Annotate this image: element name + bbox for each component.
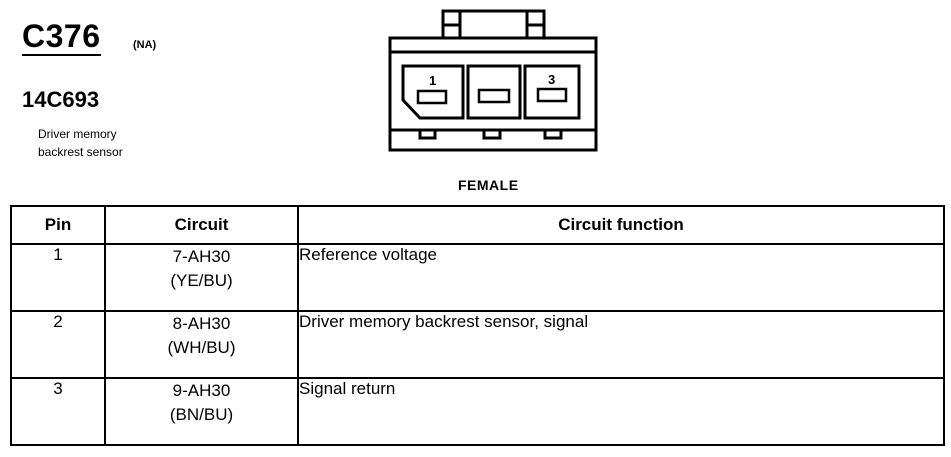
connector-body bbox=[388, 36, 598, 152]
description-line-1: Driver memory bbox=[38, 127, 117, 141]
connector-description: Driver memory backrest sensor bbox=[38, 125, 198, 161]
pin-cavity-1 bbox=[401, 64, 465, 120]
table-header-row: Pin Circuit Circuit function bbox=[10, 205, 945, 245]
circuit-cell: 9-AH30 (BN/BU) bbox=[104, 377, 299, 446]
circuit-id: 7-AH30 bbox=[172, 247, 231, 266]
pin-cavity-3 bbox=[523, 64, 581, 120]
pin-number: 2 bbox=[10, 310, 106, 379]
connector-variant: (NA) bbox=[133, 39, 157, 51]
part-number: 14C693 bbox=[22, 87, 100, 112]
pin-label-1: 1 bbox=[429, 73, 436, 88]
table-row: 1 7-AH30 (YE/BU) Reference voltage bbox=[10, 243, 945, 312]
header-circuit: Circuit bbox=[104, 205, 299, 245]
circuit-function: Signal return bbox=[297, 377, 945, 446]
circuit-function: Reference voltage bbox=[297, 243, 945, 312]
wire-color: (WH/BU) bbox=[167, 338, 236, 357]
table-row: 2 8-AH30 (WH/BU) Driver memory backrest … bbox=[10, 310, 945, 379]
header-pin: Pin bbox=[10, 205, 106, 245]
connector-gender: FEMALE bbox=[458, 177, 519, 193]
circuit-function: Driver memory backrest sensor, signal bbox=[297, 310, 945, 379]
table-row: 3 9-AH30 (BN/BU) Signal return bbox=[10, 377, 945, 446]
pinout-table: Pin Circuit Circuit function 1 7-AH30 (Y… bbox=[10, 205, 945, 446]
circuit-id: 8-AH30 bbox=[172, 314, 231, 333]
circuit-cell: 7-AH30 (YE/BU) bbox=[104, 243, 299, 312]
circuit-cell: 8-AH30 (WH/BU) bbox=[104, 310, 299, 379]
pin-label-3: 3 bbox=[548, 72, 555, 87]
pin-number: 1 bbox=[10, 243, 106, 312]
header-circuit-function: Circuit function bbox=[297, 205, 945, 245]
pin-number: 3 bbox=[10, 377, 106, 446]
wire-color: (BN/BU) bbox=[169, 405, 234, 424]
circuit-id: 9-AH30 bbox=[172, 381, 231, 400]
connector-face-diagram: 1 3 bbox=[388, 9, 598, 152]
connector-id: C376 bbox=[22, 18, 101, 56]
wire-color: (YE/BU) bbox=[170, 271, 233, 290]
pin-cavity-2 bbox=[466, 64, 522, 120]
description-line-2: backrest sensor bbox=[38, 145, 123, 159]
